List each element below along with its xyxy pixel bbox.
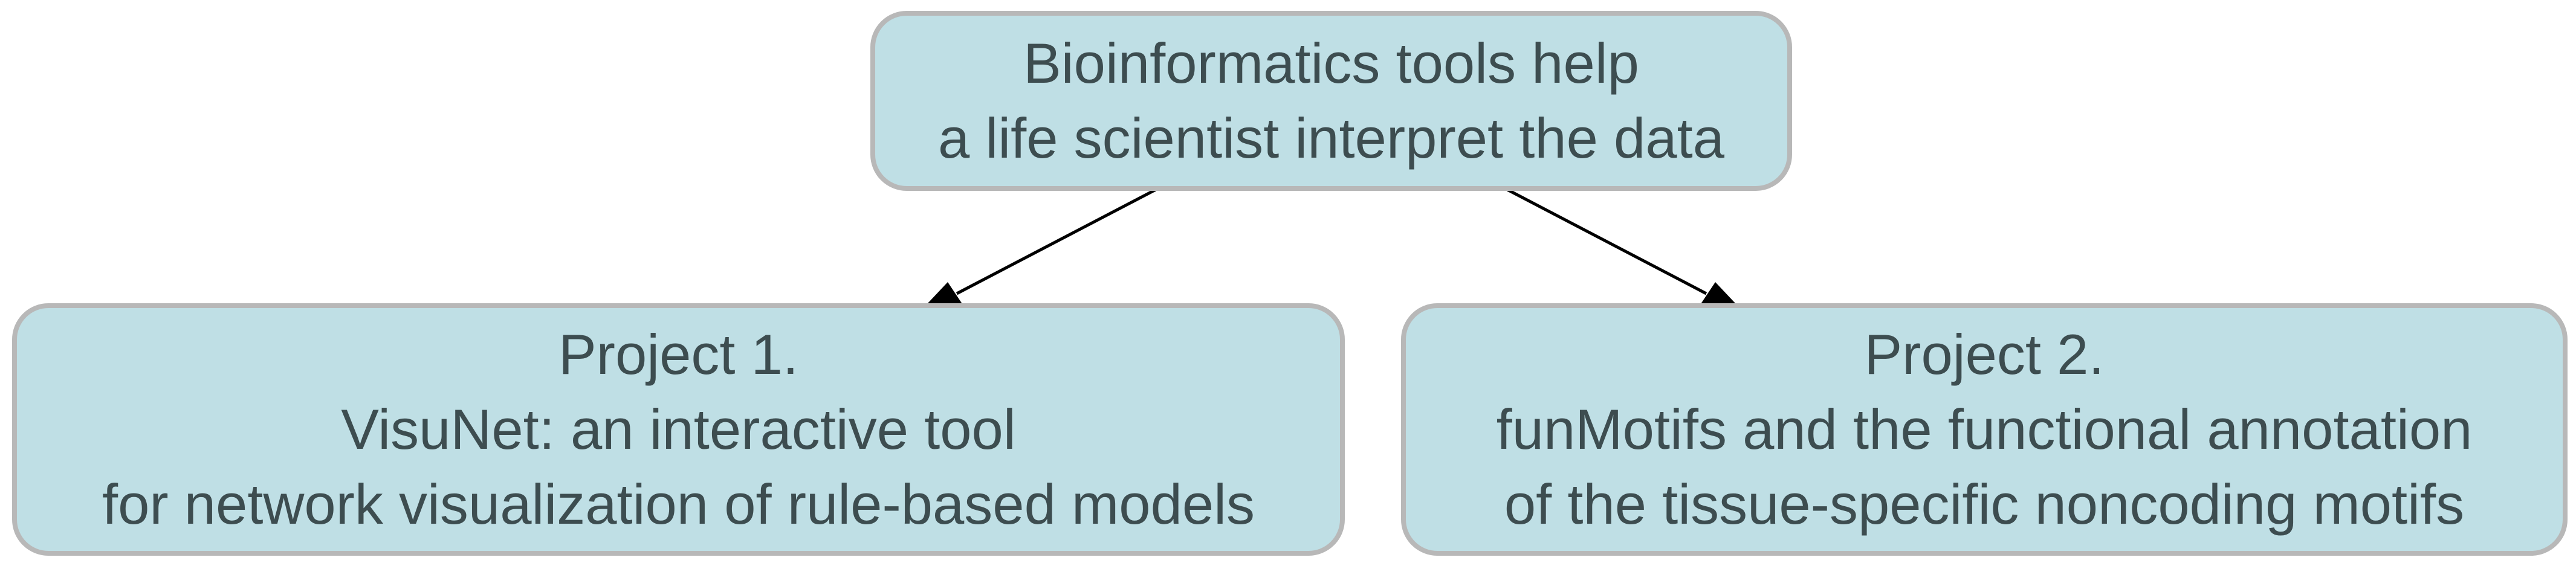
- project-2-node: Project 2. funMotifs and the functional …: [1401, 303, 2568, 556]
- root-node-line-2: a life scientist interpret the data: [937, 106, 1725, 170]
- root-node: Bioinformatics tools help a life scienti…: [870, 11, 1792, 191]
- arrowhead-project-2: [1701, 282, 1735, 304]
- project-2-line-3: of the tissue-specific noncoding motifs: [1504, 472, 2465, 536]
- project-1-node: Project 1. VisuNet: an interactive tool …: [12, 303, 1345, 556]
- root-node-line-1: Bioinformatics tools help: [1023, 31, 1639, 95]
- edge-root-to-project-2: [1506, 188, 1735, 304]
- project-1-line-2: VisuNet: an interactive tool: [341, 397, 1016, 461]
- project-1-line-1: Project 1.: [558, 323, 799, 386]
- edge-root-to-project-1: [928, 188, 1157, 304]
- project-2-line-1: Project 2.: [1864, 323, 2105, 386]
- project-1-line-3: for network visualization of rule-based …: [102, 472, 1255, 536]
- arrowhead-project-1: [928, 282, 962, 304]
- project-2-line-2: funMotifs and the functional annotation: [1496, 397, 2473, 461]
